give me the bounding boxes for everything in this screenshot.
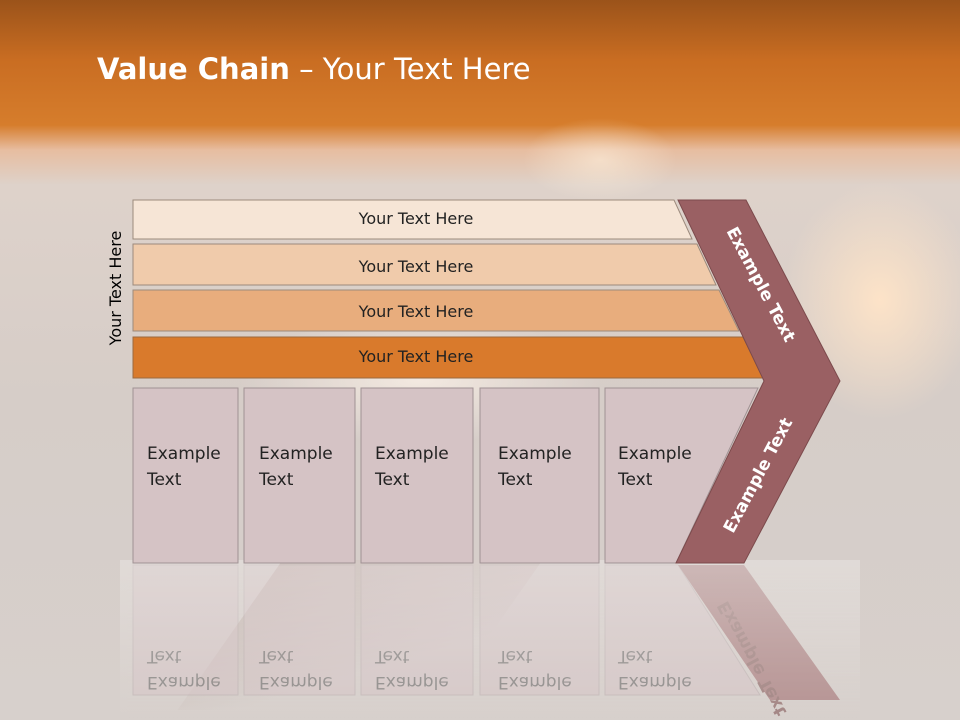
support-bar-3-label: Your Text Here — [358, 302, 474, 321]
slide-title: Value Chain – Your Text Here — [97, 52, 531, 86]
title-rest: – Your Text Here — [289, 52, 531, 86]
activity-box-1-line2: Text — [146, 470, 182, 490]
activity-box-4-line2: Text — [497, 470, 533, 490]
reflection-fade — [120, 560, 860, 720]
support-bars: Your Text Here Your Text Here Your Text … — [132, 199, 764, 379]
activity-box-1[interactable] — [132, 387, 239, 564]
activity-box-5-line1: Example — [618, 444, 692, 464]
activity-box-3[interactable] — [360, 387, 474, 564]
activity-box-2-line1: Example — [259, 444, 333, 464]
activity-box-5-line2: Text — [617, 470, 653, 490]
support-bar-1[interactable] — [132, 199, 693, 240]
activity-box-4-line1: Example — [498, 444, 572, 464]
activity-box-2[interactable] — [243, 387, 356, 564]
support-bar-1-label: Your Text Here — [358, 209, 474, 228]
support-bar-3[interactable] — [132, 289, 740, 332]
activity-box-3-line2: Text — [374, 470, 410, 490]
activity-box-1-line1: Example — [147, 444, 221, 464]
primary-activities: Example Text Example Text Example Text E… — [132, 387, 759, 564]
reflection-group: Example Text Example Text Example Text E… — [120, 560, 860, 720]
activity-box-4[interactable] — [479, 387, 600, 564]
activity-box-2-line2: Text — [258, 470, 294, 490]
support-bar-2-label: Your Text Here — [358, 257, 474, 276]
activity-box-3-line1: Example — [375, 444, 449, 464]
margin-chevron-shape[interactable] — [675, 199, 841, 564]
support-bar-4-label: Your Text Here — [358, 347, 474, 366]
title-bold: Value Chain — [97, 52, 290, 86]
support-bar-2[interactable] — [132, 243, 717, 286]
